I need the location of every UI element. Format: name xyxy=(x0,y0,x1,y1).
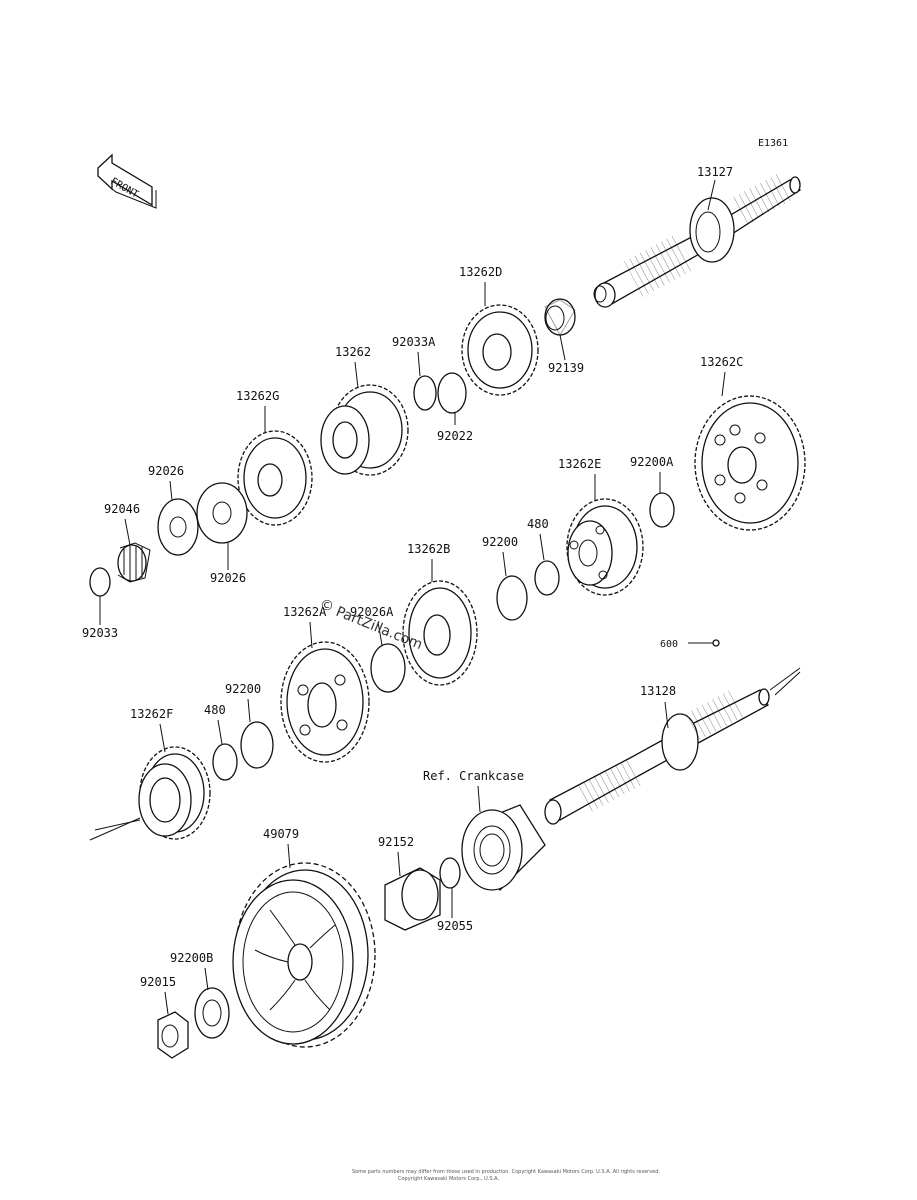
ref-crankcase: Ref. Crankcase xyxy=(423,769,524,783)
watermark-symbol: © xyxy=(320,598,334,614)
collar-92152 xyxy=(384,867,441,931)
label-92139: 92139 xyxy=(548,361,584,375)
nut-92015 xyxy=(157,1011,189,1059)
needle-bearing-92046 xyxy=(117,542,151,583)
label-92200A: 92200A xyxy=(630,455,674,469)
washer-92200A xyxy=(649,492,675,528)
gear-13262E xyxy=(566,498,644,596)
gear-13262C xyxy=(694,395,806,531)
label-49079: 49079 xyxy=(263,827,299,841)
label-92026A: 92026A xyxy=(350,605,394,619)
bearing-crankcase xyxy=(461,804,546,892)
shaft-13127 xyxy=(593,172,802,308)
gear-13262A xyxy=(280,641,370,763)
washer-92022 xyxy=(437,372,467,414)
label-92033A: 92033A xyxy=(392,335,436,349)
gear-13262D xyxy=(461,304,539,396)
dot-600-icon xyxy=(712,639,720,647)
label-13262D: 13262D xyxy=(459,265,502,279)
washer-92026-b xyxy=(196,482,248,544)
label-600: 600 xyxy=(660,639,678,650)
circlip-480-a xyxy=(534,560,560,596)
copyright-line-2: Copyright Kawasaki Motors Corp., U.S.A. xyxy=(398,1176,500,1182)
label-13262: 13262 xyxy=(335,345,371,359)
label-92015: 92015 xyxy=(140,975,176,989)
label-92152: 92152 xyxy=(378,835,414,849)
copyright-line-1: Some parts numbers may differ from those… xyxy=(352,1169,660,1175)
lockwasher-92200B xyxy=(194,987,230,1039)
front-arrow-icon: FRONT xyxy=(97,153,157,209)
washer-92200-b xyxy=(240,721,274,769)
label-13128: 13128 xyxy=(640,684,676,698)
label-92026-b: 92026 xyxy=(210,571,246,585)
label-92200-b: 92200 xyxy=(225,682,261,696)
label-13262A: 13262A xyxy=(283,605,327,619)
sprocket-49079 xyxy=(232,862,376,1048)
diagram-code: E1361 xyxy=(758,138,788,149)
label-13262G: 13262G xyxy=(236,389,279,403)
gear-13262G xyxy=(237,430,313,526)
label-92200B: 92200B xyxy=(170,951,213,965)
washer-92200-a xyxy=(496,575,528,621)
label-480-b: 480 xyxy=(204,703,226,717)
label-13262E: 13262E xyxy=(558,457,601,471)
washer-92026A xyxy=(370,643,406,693)
label-480-a: 480 xyxy=(527,517,549,531)
label-13262C: 13262C xyxy=(700,355,743,369)
gear-13262 xyxy=(320,384,409,476)
circlip-92033 xyxy=(89,567,111,597)
oring-92055 xyxy=(439,857,461,889)
label-92200-a: 92200 xyxy=(482,535,518,549)
label-13262B: 13262B xyxy=(407,542,450,556)
label-92026-a: 92026 xyxy=(148,464,184,478)
label-13127: 13127 xyxy=(697,165,733,179)
washer-92026-a xyxy=(157,498,199,556)
label-92022: 92022 xyxy=(437,429,473,443)
label-92055: 92055 xyxy=(437,919,473,933)
shaft-13128 xyxy=(544,688,770,825)
label-92046: 92046 xyxy=(104,502,140,516)
label-13262F: 13262F xyxy=(130,707,173,721)
bearing-92139 xyxy=(544,298,576,337)
circlip-480-b xyxy=(212,743,238,781)
circlip-92033A xyxy=(413,375,437,411)
gear-13262B xyxy=(402,580,478,686)
gear-13262F xyxy=(138,746,211,840)
label-92033: 92033 xyxy=(82,626,118,640)
